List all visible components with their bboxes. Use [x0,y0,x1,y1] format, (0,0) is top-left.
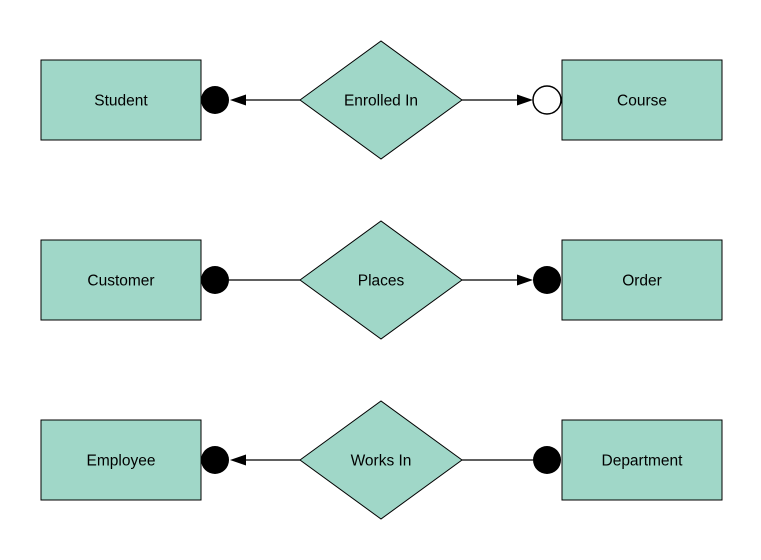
entity-student-label: Student [94,93,148,110]
entity-customer-label: Customer [87,273,154,290]
entity-customer [40,239,202,321]
filled-circle-terminal-icon [201,446,229,474]
filled-circle-terminal-icon [533,266,561,294]
arrowhead-right-icon [517,274,533,286]
arrowhead-left-icon [230,94,246,106]
filled-circle-terminal-icon [201,86,229,114]
entity-course-label: Course [617,93,667,110]
entity-department-label: Department [602,453,684,470]
entity-department [561,419,723,501]
open-circle-terminal-icon [532,85,562,115]
relationship-works-in-label: Works In [351,453,412,470]
entity-employee-label: Employee [87,453,156,470]
entity-order [561,239,723,321]
er-row-student-course: Student Enrolled In Course [40,40,723,160]
arrowhead-right-icon [517,94,533,106]
er-row-customer-order: Customer Places Order [40,220,723,340]
entity-employee [40,419,202,501]
entity-order-label: Order [622,273,662,290]
filled-circle-terminal-icon [533,446,561,474]
filled-circle-terminal-icon [201,266,229,294]
entity-course [561,59,723,141]
relationship-places-label: Places [358,273,405,290]
entity-student [40,59,202,141]
arrowhead-left-icon [230,454,246,466]
er-row-employee-department: Employee Works In Department [40,400,723,520]
relationship-enrolled-in-label: Enrolled In [344,93,418,110]
